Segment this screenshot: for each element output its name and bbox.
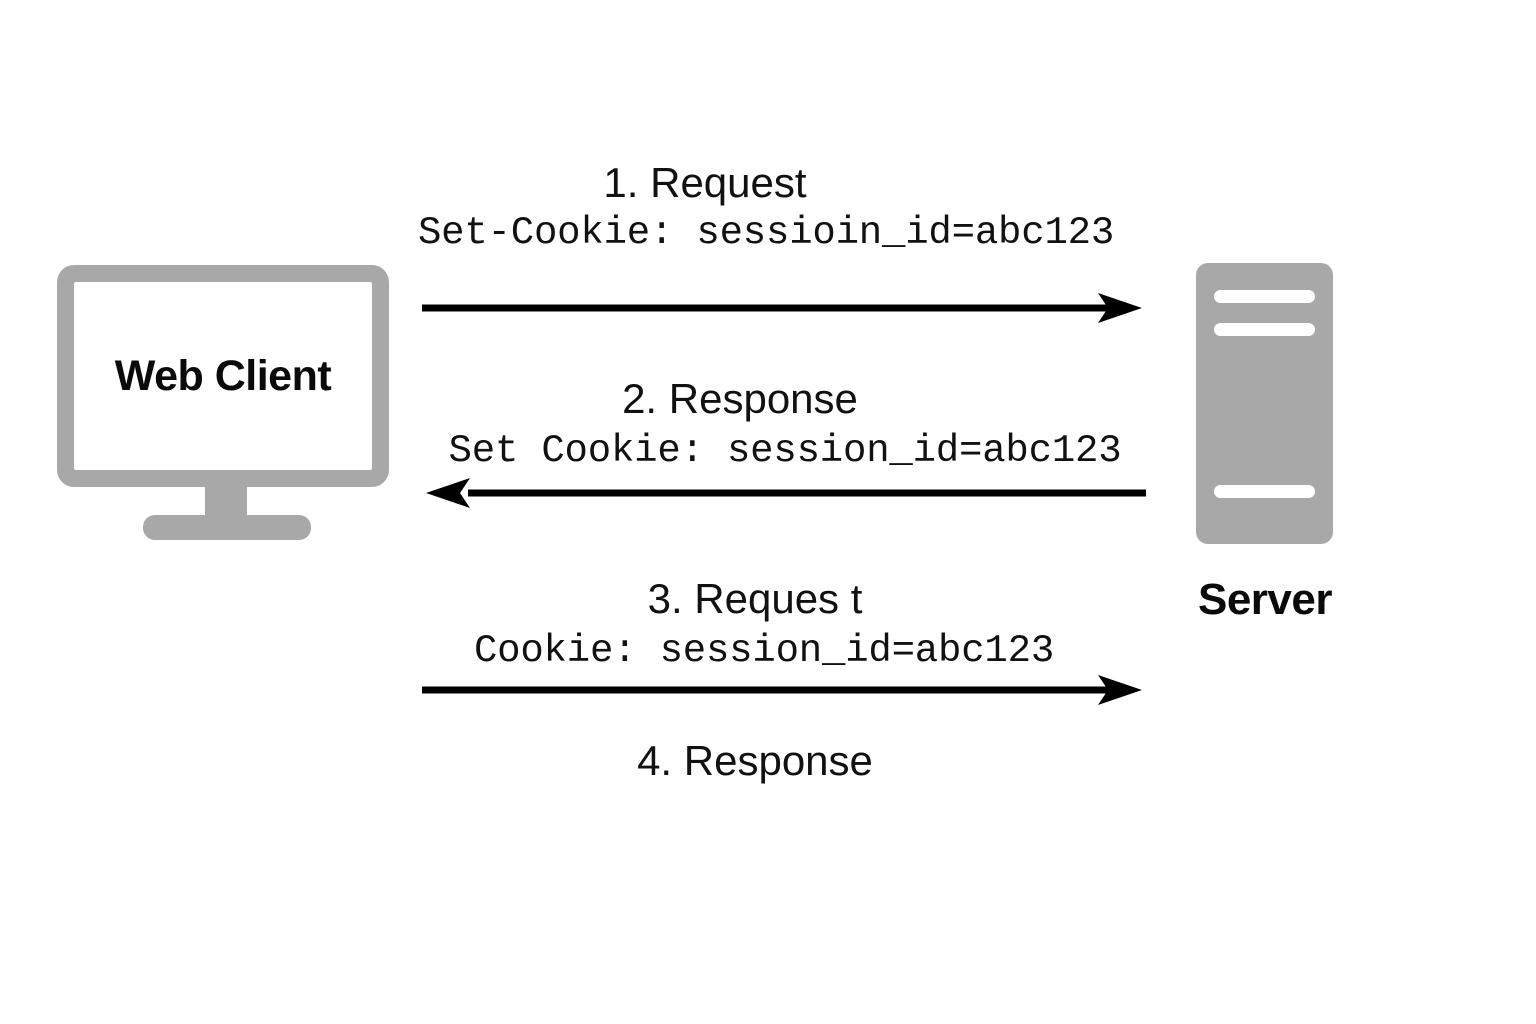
message-2-detail: Set Cookie: session_id=abc123 bbox=[448, 429, 1122, 473]
message-1-title: 1. Request bbox=[603, 159, 807, 206]
message-1-detail: Set-Cookie: sessioin_id=abc123 bbox=[417, 211, 1115, 255]
desktop-monitor-icon: Web Client bbox=[57, 265, 389, 487]
client-node-label: Web Client bbox=[114, 351, 332, 400]
right-arrow-icon-3 bbox=[422, 675, 1142, 705]
message-4-title: 4. Response bbox=[637, 737, 873, 784]
right-arrow-icon-1 bbox=[422, 293, 1142, 323]
server-node-label: Server bbox=[1197, 575, 1333, 624]
left-arrow-icon-2 bbox=[426, 478, 1146, 508]
server-vent-slot-1 bbox=[1214, 290, 1315, 303]
message-2-title: 2. Response bbox=[622, 375, 858, 422]
message-3-title: 3. Reques t bbox=[647, 575, 863, 622]
server-vent-slot-2 bbox=[1214, 323, 1315, 336]
monitor-stand-base bbox=[143, 515, 311, 540]
message-3-detail: Cookie: session_id=abc123 bbox=[473, 629, 1055, 673]
monitor-screen: Web Client bbox=[74, 282, 372, 470]
server-tower-icon bbox=[1196, 263, 1333, 544]
server-vent-slot-3 bbox=[1214, 485, 1315, 498]
